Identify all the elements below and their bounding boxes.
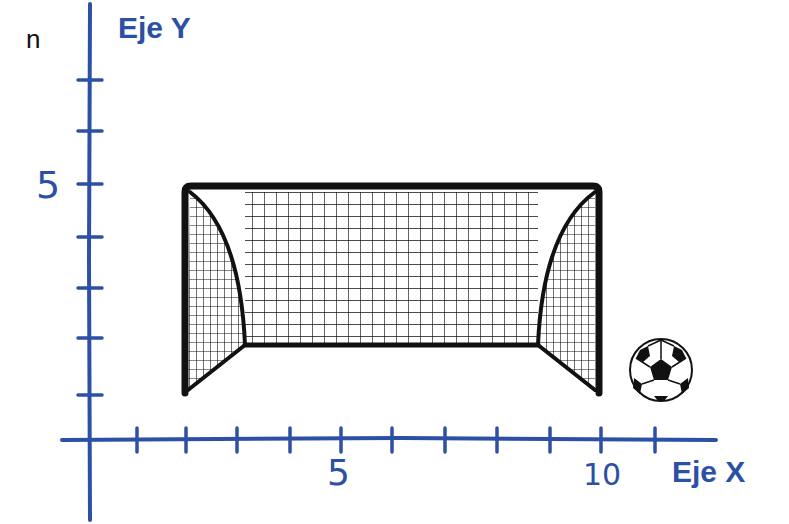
axis-title: Eje X	[672, 457, 745, 487]
x-axis	[62, 438, 716, 440]
axes	[62, 4, 716, 520]
axis-number: 5	[327, 455, 350, 491]
ticks	[78, 80, 655, 452]
soccer-ball	[630, 339, 692, 401]
axis-title: Eje Y	[118, 13, 191, 43]
soccer-goal	[185, 186, 599, 393]
axis-number: 10	[583, 460, 621, 490]
cut-text: n	[26, 26, 40, 52]
axis-number: 5	[36, 166, 60, 204]
